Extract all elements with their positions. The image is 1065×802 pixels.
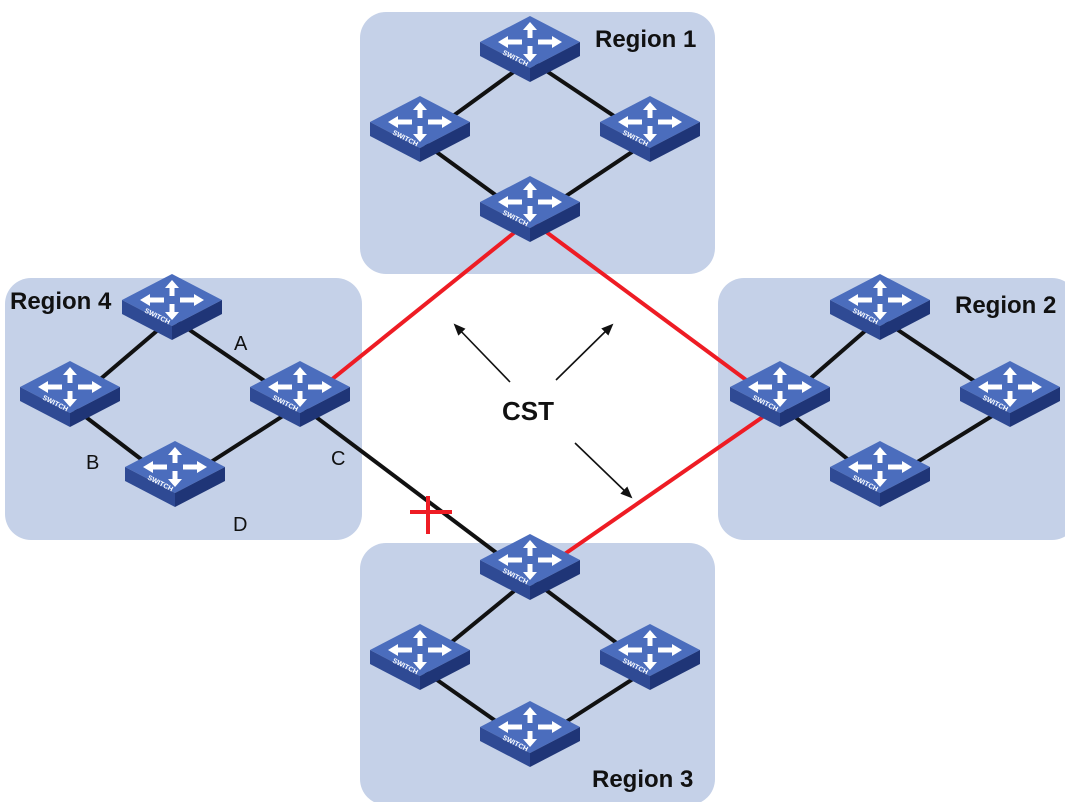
region-3-box	[360, 543, 715, 802]
cst-label: CST	[502, 396, 554, 426]
region-2-box	[718, 278, 1065, 540]
region-1-label: Region 1	[595, 26, 696, 53]
blocked-port-marker	[410, 496, 452, 534]
cst-arrow-down-right	[574, 442, 633, 499]
region-4-label: Region 4	[10, 288, 112, 315]
blocked-link	[298, 403, 532, 580]
cst-arrow-up-left	[453, 323, 511, 383]
region-4-box	[5, 278, 362, 540]
node-label-a: A	[234, 333, 248, 355]
region-2-label: Region 2	[955, 292, 1056, 319]
node-label-b: B	[86, 452, 99, 474]
node-label-d: D	[233, 514, 247, 536]
cst-links	[298, 218, 782, 580]
cst-arrow-up-right	[555, 323, 614, 381]
region-1-box	[360, 12, 715, 274]
node-label-c: C	[331, 448, 345, 470]
region-3-label: Region 3	[592, 766, 693, 793]
